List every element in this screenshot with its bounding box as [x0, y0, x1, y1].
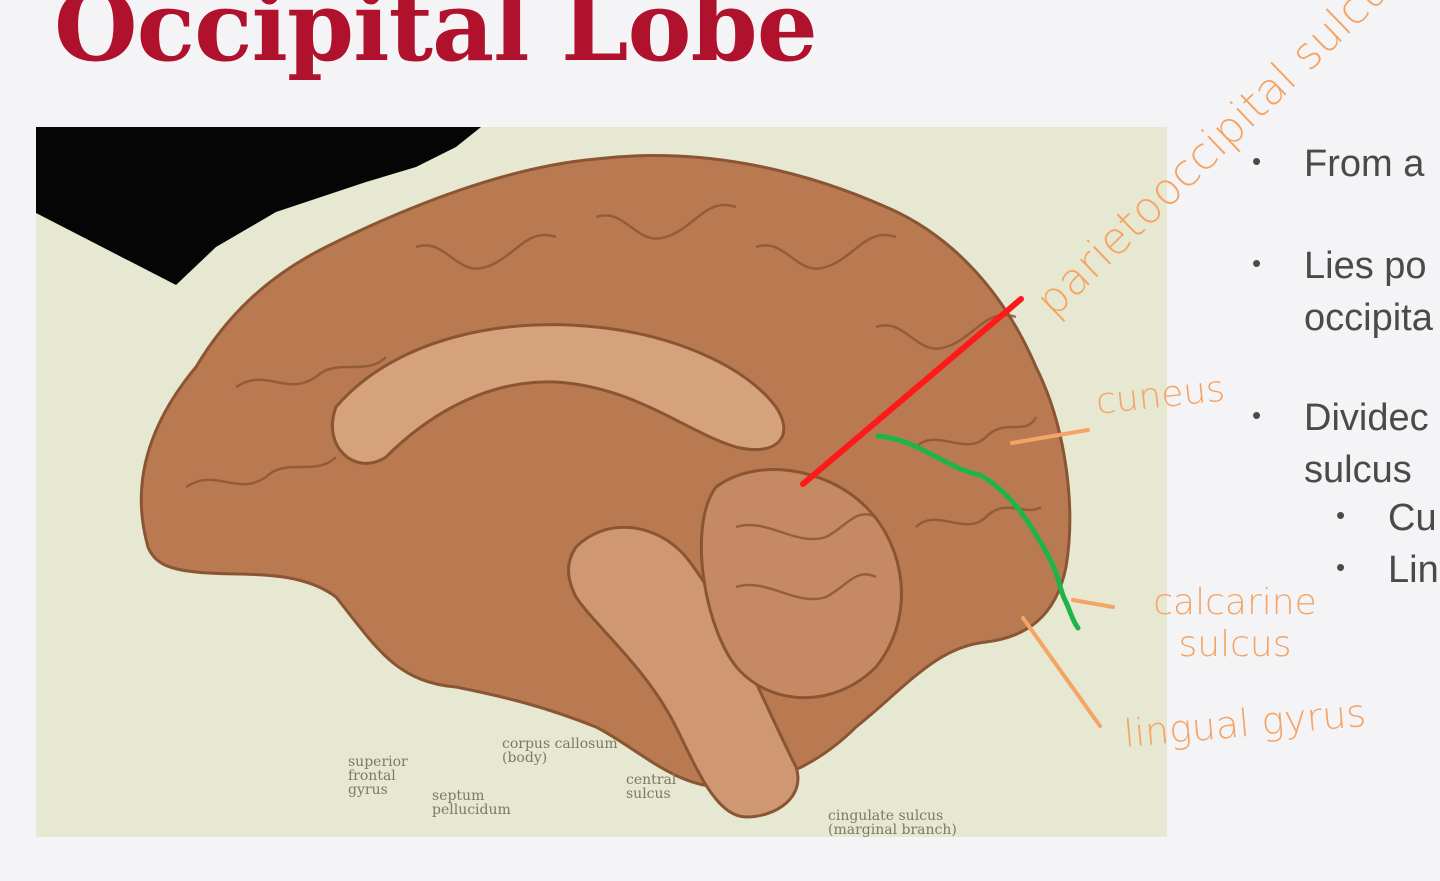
- label-corpus-callosum: corpus callosum (body): [502, 736, 618, 766]
- slide-title: Occipital Lobe: [54, 0, 818, 83]
- bullet-dot: •: [1252, 400, 1262, 430]
- label-central-sulcus: central sulcus: [626, 772, 677, 802]
- bullet-dot: •: [1252, 146, 1262, 176]
- sub-bullet-text: Cu: [1388, 497, 1437, 539]
- bullet-text: Lies po occipita: [1304, 245, 1433, 339]
- label-septum-pellucidum: septum pellucidum: [432, 788, 511, 818]
- sub-bullet-dot: •: [1336, 500, 1346, 530]
- bullet-text: From a: [1304, 143, 1425, 185]
- label-superior-frontal-gyrus: superior frontal gyrus: [348, 754, 408, 798]
- label-cingulate-sulcus: cingulate sulcus (marginal branch): [828, 808, 957, 837]
- sub-bullet-dot: •: [1336, 552, 1346, 582]
- sub-bullet-text: Lin: [1388, 549, 1439, 591]
- brain-photo: superior frontal gyrus septum pellucidum…: [36, 127, 1167, 837]
- annotation-calcarine: calcarine sulcus: [1153, 582, 1317, 665]
- brain-illustration: [36, 127, 1072, 819]
- bullet-dot: •: [1252, 248, 1262, 278]
- bullet-text: Dividec sulcus: [1304, 397, 1429, 491]
